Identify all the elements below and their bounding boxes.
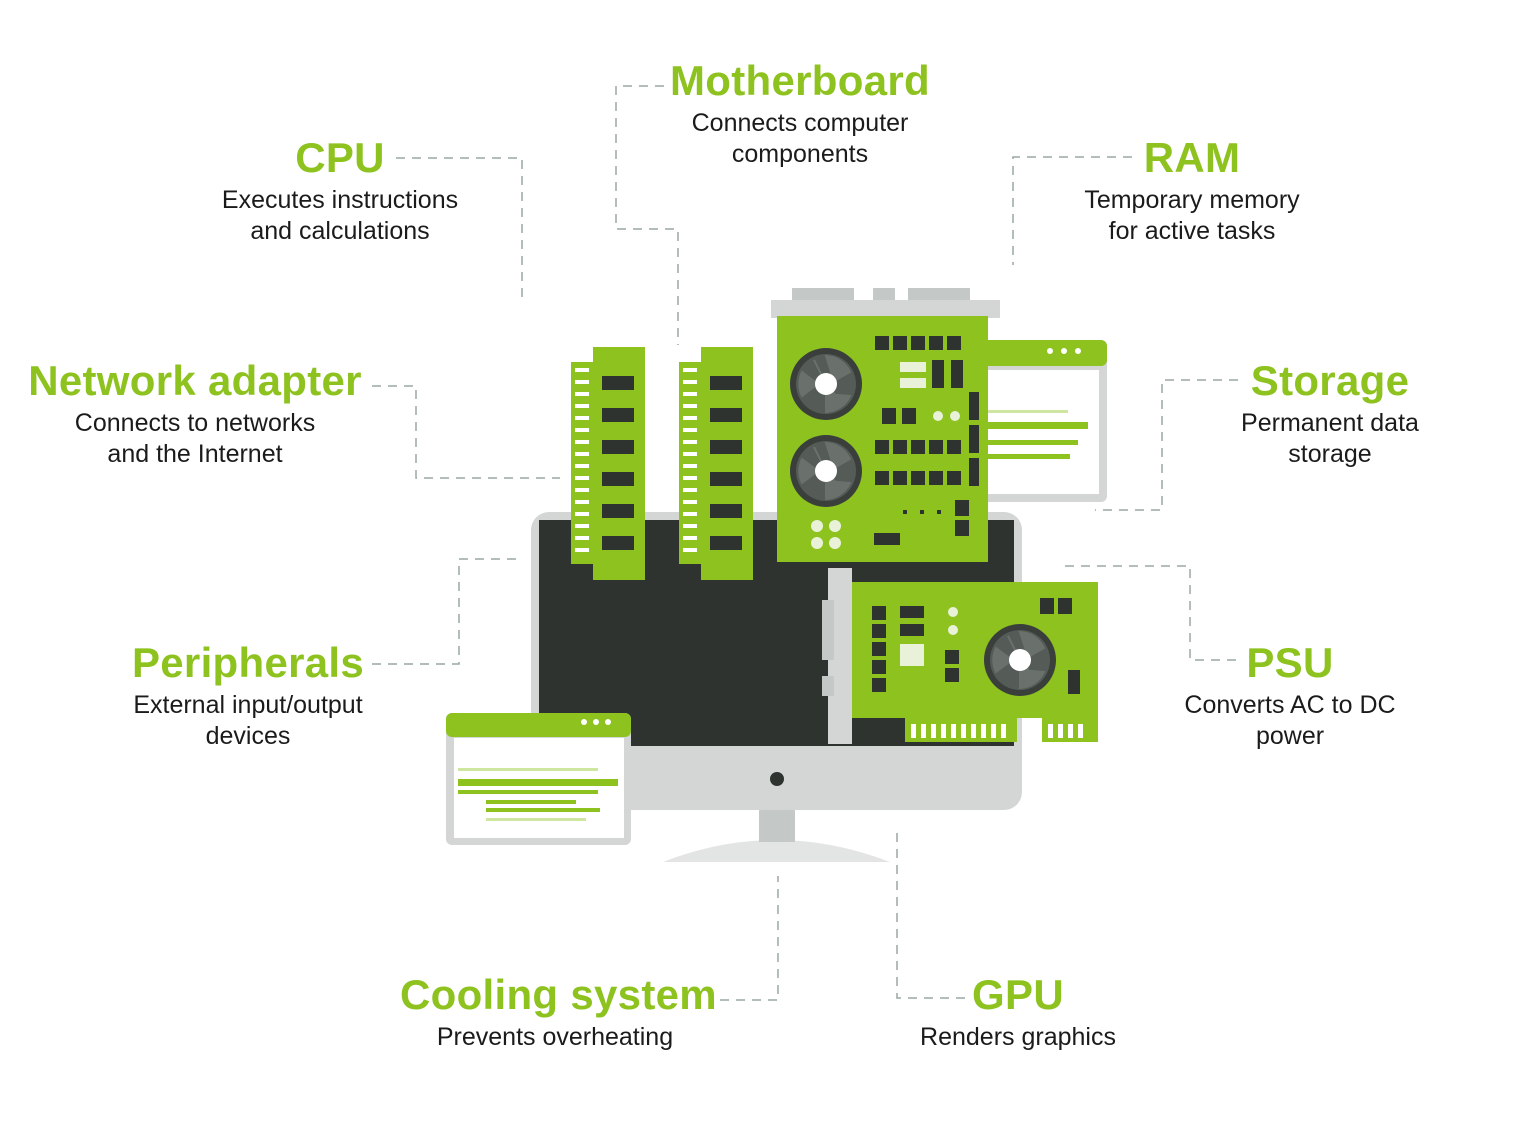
label-ram: RAM Temporary memory for active tasks — [1042, 135, 1342, 247]
ram-description: Temporary memory for active tasks — [1084, 186, 1300, 245]
motherboard-connector — [615, 85, 679, 345]
cooling-connector — [720, 876, 779, 1001]
gpu-description: Renders graphics — [920, 1023, 1116, 1051]
ram-stick-right — [679, 347, 753, 580]
label-cpu: CPU Executes instructions and calculatio… — [190, 135, 490, 247]
label-motherboard: Motherboard Connects computer components — [650, 58, 950, 170]
motherboard-board — [771, 288, 1000, 562]
label-gpu: GPU Renders graphics — [888, 972, 1148, 1053]
storage-title: Storage — [1250, 357, 1410, 404]
psu-connector — [1062, 565, 1236, 661]
psu-description: Converts AC to DC power — [1184, 691, 1396, 750]
motherboard-title: Motherboard — [670, 57, 930, 104]
network-adapter-title: Network adapter — [28, 357, 362, 404]
gpu-connector — [896, 826, 965, 999]
peripherals-description: External input/output devices — [133, 691, 363, 750]
gpu-title: GPU — [972, 971, 1064, 1018]
cpu-description: Executes instructions and calculations — [221, 186, 459, 245]
peripherals-title: Peripherals — [131, 639, 365, 686]
peripherals-window — [446, 713, 631, 845]
cpu-title: CPU — [295, 134, 385, 181]
storage-window — [975, 340, 1107, 502]
psu-title: PSU — [1246, 639, 1334, 686]
network-connector — [372, 385, 560, 479]
storage-description: Permanent data storage — [1241, 409, 1419, 468]
ram-connector — [1012, 156, 1132, 265]
gpu-card — [822, 568, 1098, 744]
label-psu: PSU Converts AC to DC power — [1150, 640, 1430, 752]
storage-connector — [1095, 379, 1238, 511]
label-cooling-system: Cooling system Prevents overheating — [400, 971, 717, 1053]
label-storage: Storage Permanent data storage — [1190, 358, 1470, 470]
connector-lines — [372, 85, 1238, 1001]
label-network-adapter: Network adapter Connects to networks and… — [20, 358, 370, 470]
network-adapter-description: Connects to networks and the Internet — [74, 409, 316, 468]
motherboard-description: Connects computer components — [691, 109, 909, 168]
cooling-system-description: Prevents overheating — [436, 1023, 674, 1051]
cooling-system-title: Cooling system — [400, 971, 717, 1018]
label-peripherals: Peripherals External input/output device… — [98, 640, 398, 752]
ram-title: RAM — [1143, 134, 1241, 181]
ram-stick-left — [571, 347, 645, 580]
